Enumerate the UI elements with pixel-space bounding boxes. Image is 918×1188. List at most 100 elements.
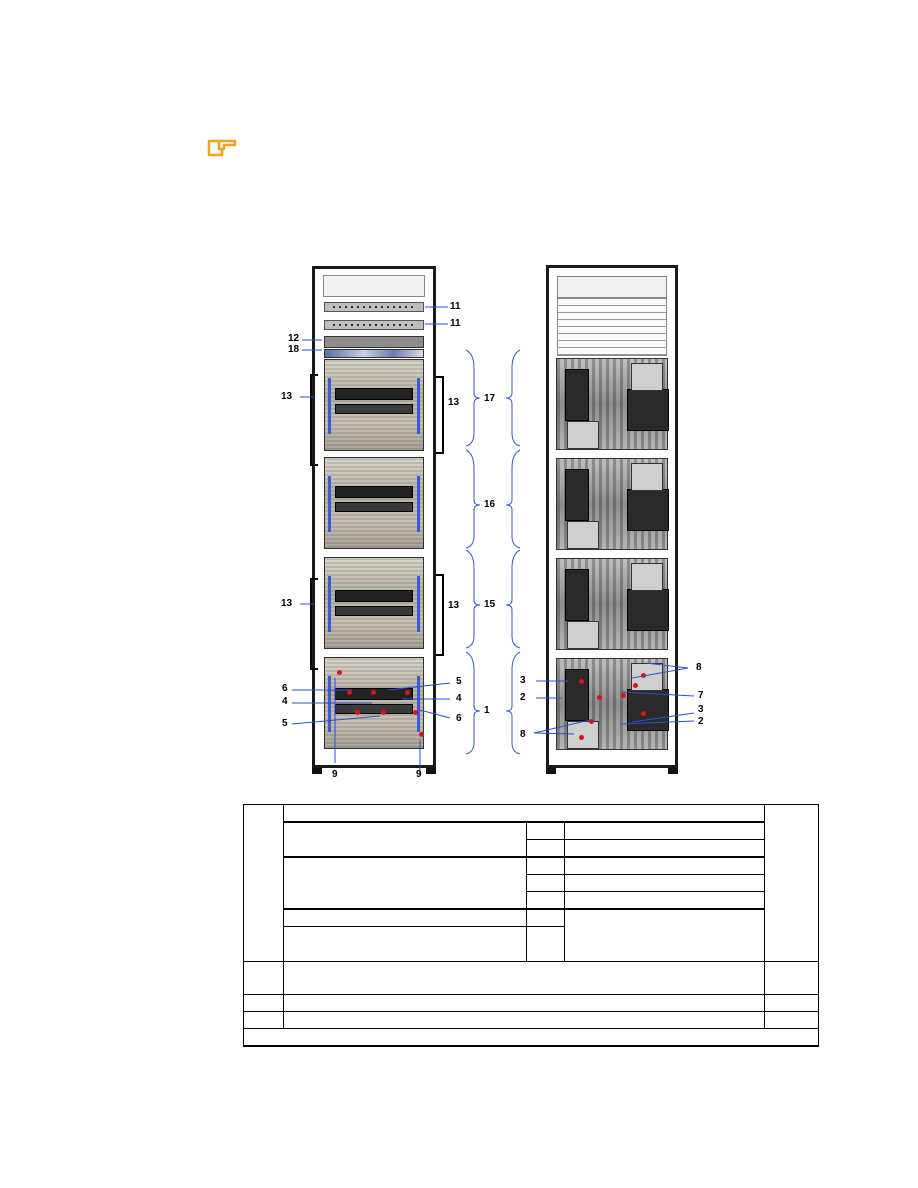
callout-label: 4: [456, 693, 462, 704]
drawer-group-label: 17: [484, 393, 496, 404]
table-row: [243, 804, 819, 962]
drawer-handle-right: [417, 378, 420, 434]
table-cell: [526, 926, 566, 962]
callout-label: 11: [450, 318, 461, 329]
callout-label: 13: [281, 391, 293, 402]
table-cell: [564, 874, 766, 892]
callout-label: 2: [698, 716, 704, 727]
power-supply: [631, 363, 663, 391]
callout-label: 13: [448, 397, 460, 408]
cec-drawer-front-15: [324, 557, 424, 649]
table-cell: [526, 891, 566, 910]
cec-drawer-rear-15: [556, 558, 669, 650]
power-supply: [567, 521, 599, 549]
table-cell: [764, 961, 819, 995]
service-marker: [579, 679, 584, 684]
table-cell: [564, 821, 766, 840]
drawer-handle-left: [328, 476, 331, 532]
table-row: [243, 961, 819, 995]
drawer-handle-left: [328, 378, 331, 434]
drawer-group-label: 1: [484, 705, 490, 716]
callout-label: 9: [332, 769, 338, 780]
service-marker: [641, 711, 646, 716]
side-bracket-left: [310, 578, 318, 670]
callout-label: 6: [456, 713, 462, 724]
callout-label: 5: [282, 718, 288, 729]
table-cell: [282, 821, 528, 858]
power-supply: [567, 421, 599, 449]
service-marker: [413, 710, 418, 715]
callout-label: 8: [520, 729, 526, 740]
table-cell: [564, 908, 766, 962]
table-cell: [526, 874, 566, 892]
power-supply: [567, 621, 599, 649]
io-slot-block: [565, 369, 589, 421]
console-unit: [324, 336, 424, 348]
callout-leader-lines: [291, 306, 695, 776]
rack-foot: [668, 768, 678, 774]
pointing-hand-note-icon: [207, 139, 237, 157]
table-row: [244, 908, 819, 962]
service-marker: [381, 710, 386, 715]
table-row: [243, 1028, 819, 1047]
table-cell: [282, 994, 766, 1012]
callout-label: 9: [416, 769, 422, 780]
rack-top-cover: [557, 276, 667, 298]
table-cell: [564, 839, 766, 858]
power-supply: [567, 721, 599, 749]
rack-foot: [312, 768, 322, 774]
table-row: [244, 821, 819, 858]
callout-label: 4: [282, 696, 288, 707]
table-cell: [526, 856, 566, 875]
cec-drawer-front-16: [324, 457, 424, 549]
table-row: [244, 891, 819, 910]
switch-unit-upper: [324, 302, 424, 312]
table-row: [243, 994, 819, 1012]
callout-label: 11: [450, 301, 461, 312]
rack-top-cover: [323, 275, 425, 297]
drive-bay: [335, 502, 413, 512]
table-cell: [564, 856, 766, 875]
drawer-group-label: 15: [484, 599, 496, 610]
drawer-handle-right: [417, 676, 420, 732]
service-marker: [371, 690, 376, 695]
callout-label: 6: [282, 683, 288, 694]
drawer-handle-right: [417, 576, 420, 632]
callout-label: 13: [281, 598, 293, 609]
service-marker: [589, 719, 594, 724]
rack-foot: [426, 768, 436, 774]
table-cell: [282, 804, 766, 823]
table-cell: [526, 908, 566, 927]
callout-label: 8: [696, 662, 702, 673]
table-cell: [243, 1011, 284, 1029]
rack-front-view: [312, 266, 436, 774]
table-cell: [243, 804, 284, 962]
drive-bay: [335, 486, 413, 498]
drive-bay: [335, 606, 413, 616]
table-row: [243, 1011, 819, 1029]
rack-foot: [546, 768, 556, 774]
service-marker: [597, 695, 602, 700]
power-supply: [631, 563, 663, 591]
table-cell: [764, 804, 819, 962]
table-row: [244, 856, 819, 910]
table-cell: [764, 1011, 819, 1029]
side-bracket-right: [436, 376, 444, 454]
service-marker: [355, 710, 360, 715]
table-cell: [243, 994, 284, 1012]
io-slot-block: [565, 669, 589, 721]
table-cell: [526, 821, 566, 840]
io-slot-block: [565, 569, 589, 621]
io-slot-block: [627, 589, 669, 631]
callout-label: 3: [520, 675, 526, 686]
table-cell: [564, 891, 766, 910]
service-marker: [347, 690, 352, 695]
callout-label: 5: [456, 676, 462, 687]
service-marker: [419, 732, 424, 737]
table-cell: [526, 839, 566, 858]
drive-bay: [335, 590, 413, 602]
drawer-group-label: 16: [484, 499, 496, 510]
table-row: [244, 839, 819, 858]
table-cell: [282, 961, 766, 995]
drawer-handle-left: [328, 676, 331, 732]
